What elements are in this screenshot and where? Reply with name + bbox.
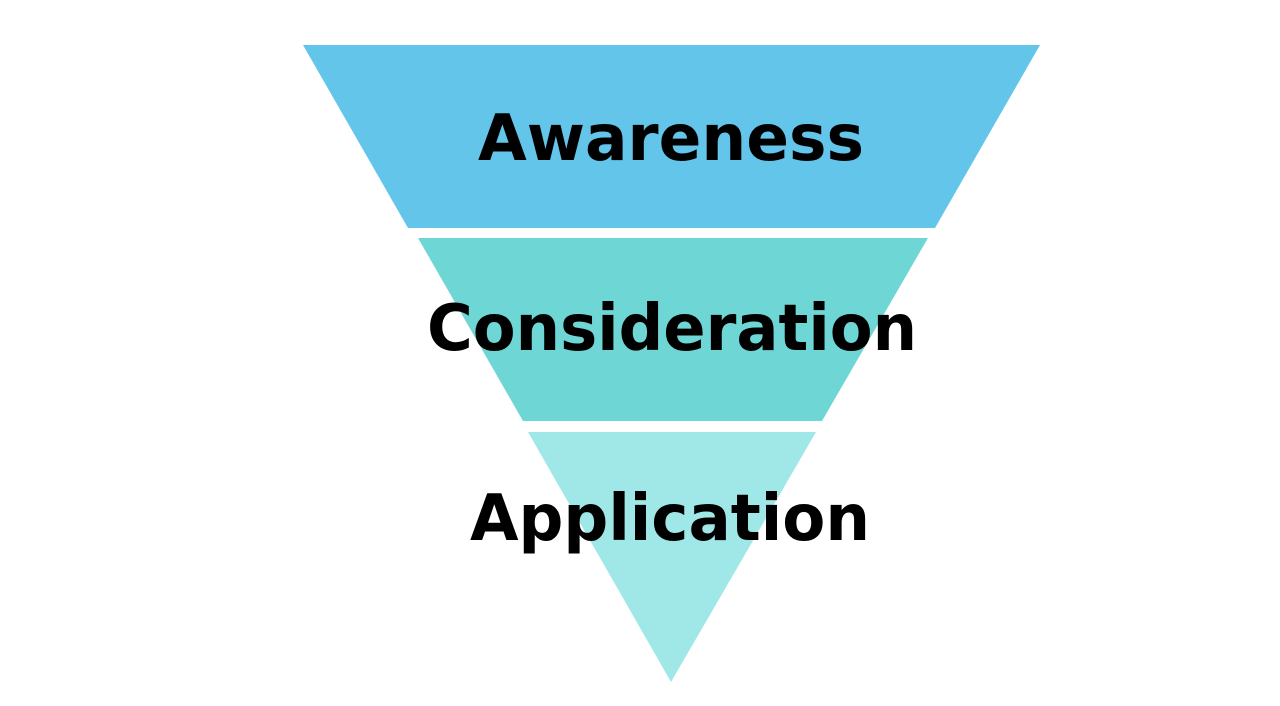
funnel-stage-consideration (418, 238, 928, 421)
stage-label-application: Application (470, 482, 870, 556)
stage-label-awareness: Awareness (478, 102, 864, 176)
funnel-stage-awareness (303, 45, 1040, 228)
stage-label-consideration: Consideration (427, 292, 917, 366)
funnel-stage-application (528, 432, 816, 682)
